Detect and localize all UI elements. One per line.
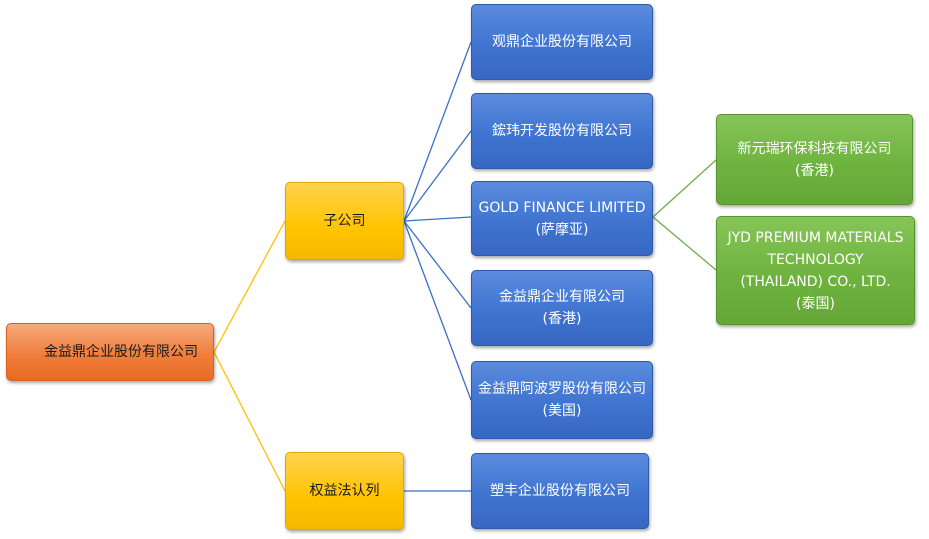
category-equity-method-node: 权益法认列 xyxy=(285,452,404,530)
company-node-guanding: 观鼎企业股份有限公司 xyxy=(471,4,653,80)
company-name: 观鼎企业股份有限公司 xyxy=(492,34,632,50)
company-node-jyd-apollo: 金益鼎阿波罗股份有限公司 (美国) xyxy=(471,361,653,439)
company-region: (香港) xyxy=(795,162,834,179)
company-node-xinyuanrui: 新元瑞环保科技有限公司 (香港) xyxy=(716,114,913,205)
category-equity-method-label: 权益法认列 xyxy=(309,483,380,499)
connector-sub-company-4 xyxy=(403,220,472,309)
company-region: (萨摩亚) xyxy=(535,221,589,238)
connector-root-subsidiaries xyxy=(213,220,286,353)
category-subsidiaries-node: 子公司 xyxy=(285,182,404,260)
company-name-line-3: (THAILAND) CO., LTD. xyxy=(740,273,891,290)
company-name: 金益鼎阿波罗股份有限公司 xyxy=(478,381,646,397)
company-name-line-2: TECHNOLOGY xyxy=(767,251,864,268)
company-node-sufeng: 塑丰企业股份有限公司 xyxy=(471,453,649,529)
connector-sub-company-3 xyxy=(403,216,472,222)
company-name: 鋐玮开发股份有限公司 xyxy=(492,123,632,139)
company-name: 新元瑞环保科技有限公司 xyxy=(737,140,892,157)
connector-gold-grand-1 xyxy=(652,159,717,218)
company-node-hongwei: 鋐玮开发股份有限公司 xyxy=(471,93,653,169)
company-name: 塑丰企业股份有限公司 xyxy=(490,483,630,499)
company-name-line-1: JYD PREMIUM MATERIALS xyxy=(727,229,904,246)
company-name: GOLD FINANCE LIMITED xyxy=(478,199,646,216)
company-region: (香港) xyxy=(542,311,582,327)
company-node-jyd-thailand: JYD PREMIUM MATERIALS TECHNOLOGY (THAILA… xyxy=(716,216,915,325)
connector-root-equity xyxy=(213,351,286,492)
connector-sub-company-5 xyxy=(403,220,472,401)
root-company-node: 金益鼎企业股份有限公司 xyxy=(6,323,214,381)
connector-gold-grand-2 xyxy=(652,216,717,271)
company-node-gold-finance: GOLD FINANCE LIMITED (萨摩亚) xyxy=(471,181,653,256)
company-region: (美国) xyxy=(542,403,582,419)
category-subsidiaries-label: 子公司 xyxy=(323,213,366,229)
connector-sub-company-2 xyxy=(403,130,472,222)
company-name: 金益鼎企业有限公司 xyxy=(499,289,625,305)
company-region: (泰国) xyxy=(796,295,835,312)
connector-sub-company-1 xyxy=(403,41,472,222)
root-company-label: 金益鼎企业股份有限公司 xyxy=(44,344,198,360)
company-node-jyd-hongkong: 金益鼎企业有限公司 (香港) xyxy=(471,270,653,346)
